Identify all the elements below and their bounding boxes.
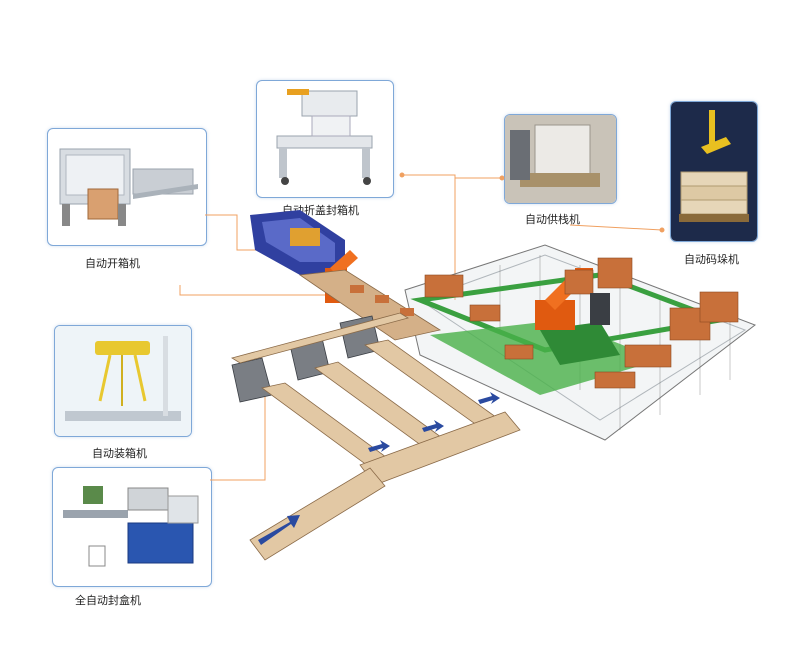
flap-sealer-card: [256, 80, 394, 198]
leader-lines: [179, 174, 663, 481]
flow-wrapper-illustration: [63, 486, 199, 567]
leader-line-case-packer: [179, 285, 330, 296]
palletizer-robot: [535, 268, 593, 330]
flow-wrapper-card: [52, 467, 212, 587]
case-packer-illustration: [55, 326, 191, 436]
pallet-dispenser-card: [504, 114, 617, 204]
case-packer-label: 自动装箱机: [92, 447, 147, 460]
flap-sealer-illustration: [276, 89, 373, 185]
case-packing-robot: [325, 250, 358, 303]
product-conveyors: [231, 312, 521, 561]
flap-sealer-label: 自动折盖封箱机: [282, 204, 359, 217]
case-erector-label: 自动开箱机: [85, 257, 140, 270]
packing-stations: [231, 315, 381, 403]
flow-wrapper-label: 全自动封盒机: [75, 594, 141, 607]
pallet-dispenser-label: 自动供栈机: [525, 213, 580, 226]
case-packer-card: [54, 325, 192, 437]
case-erector-card: [47, 128, 207, 246]
palletizer-card: [670, 101, 758, 242]
palletizer-label: 自动码垛机: [684, 253, 739, 266]
leader-line-case-erector: [205, 214, 272, 251]
arrow-conveyor-1: [368, 440, 390, 452]
arrow-conveyor-2: [422, 420, 444, 432]
arrow-infeed: [258, 515, 300, 545]
pallet-dispenser-illustration: [505, 115, 616, 203]
arrow-conveyor-3: [478, 392, 500, 404]
leader-line-flap-sealer: [402, 174, 456, 300]
erector-tunnel: [250, 210, 345, 275]
palletizer-illustration: [671, 102, 757, 241]
case-conveyor: [298, 269, 442, 341]
palletizing-cell: [325, 244, 757, 441]
leader-line-palletizer: [569, 224, 663, 231]
case-erector-illustration: [59, 148, 198, 226]
leader-line-flow-wrapper: [210, 385, 266, 481]
flow-arrows: [258, 392, 500, 545]
